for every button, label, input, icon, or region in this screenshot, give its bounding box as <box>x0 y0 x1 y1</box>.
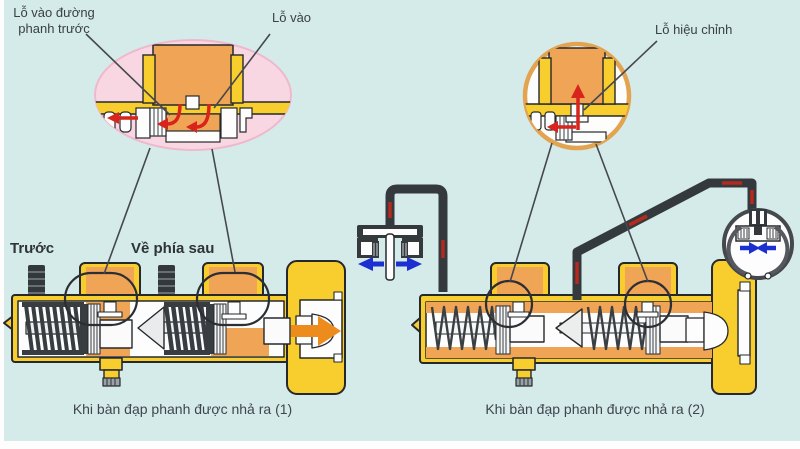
caption-left-diagram: Khi bàn đạp phanh được nhả ra (1) <box>72 401 293 417</box>
fluid-arrows-red-icon <box>107 103 211 133</box>
highlight-circle-1 <box>484 279 534 329</box>
bottom-edge <box>0 441 800 449</box>
callout-to-rear: Về phía sau <box>131 240 215 257</box>
bleeder-valve <box>99 357 123 387</box>
highlight-oval-1 <box>63 271 139 327</box>
flow-arrow-right-icon <box>291 316 341 346</box>
drum-wheel-cylinder <box>722 208 794 280</box>
brake-disc <box>385 233 395 281</box>
adjusting-port-inset <box>522 41 632 151</box>
brake-shoe-left <box>726 225 748 276</box>
right-master-cylinder <box>411 259 757 395</box>
brake-shoe-right <box>768 225 790 276</box>
return-spring-2 <box>137 302 210 355</box>
brake-pipe-front <box>385 184 448 292</box>
hose-barb-fittings <box>28 265 175 299</box>
bleeder-valve <box>512 357 536 387</box>
disc-brake-caliper <box>357 225 423 281</box>
return-spring-2 <box>586 305 648 351</box>
left-master-cylinder <box>3 260 346 395</box>
secondary-piston <box>509 315 545 343</box>
return-spring-1 <box>430 305 498 351</box>
primary-piston <box>263 317 291 345</box>
left-edge <box>0 0 4 449</box>
pad-release-arrows-icon <box>358 257 422 271</box>
highlight-rings <box>63 271 673 329</box>
callout-front-brake-line-inlet: Lỗ vào đường phanh trước <box>13 5 95 36</box>
fluid-arrow-up-icon <box>547 84 585 133</box>
shoe-release-arrows-icon <box>740 242 776 254</box>
brake-pipe-rear <box>572 178 757 300</box>
callout-inlet: Lỗ vào <box>272 10 312 25</box>
leader-lines <box>85 33 658 283</box>
callout-adjusting-port: Lỗ hiệu chỉnh <box>655 22 733 37</box>
callout-front: Trước <box>10 240 55 257</box>
caption-right-diagram: Khi bàn đạp phanh được nhả ra (2) <box>485 401 705 417</box>
inlet-port-inset <box>94 39 292 151</box>
highlight-oval-2 <box>195 271 271 327</box>
compensating-port-hole <box>185 95 200 110</box>
return-spring-1 <box>22 302 84 355</box>
